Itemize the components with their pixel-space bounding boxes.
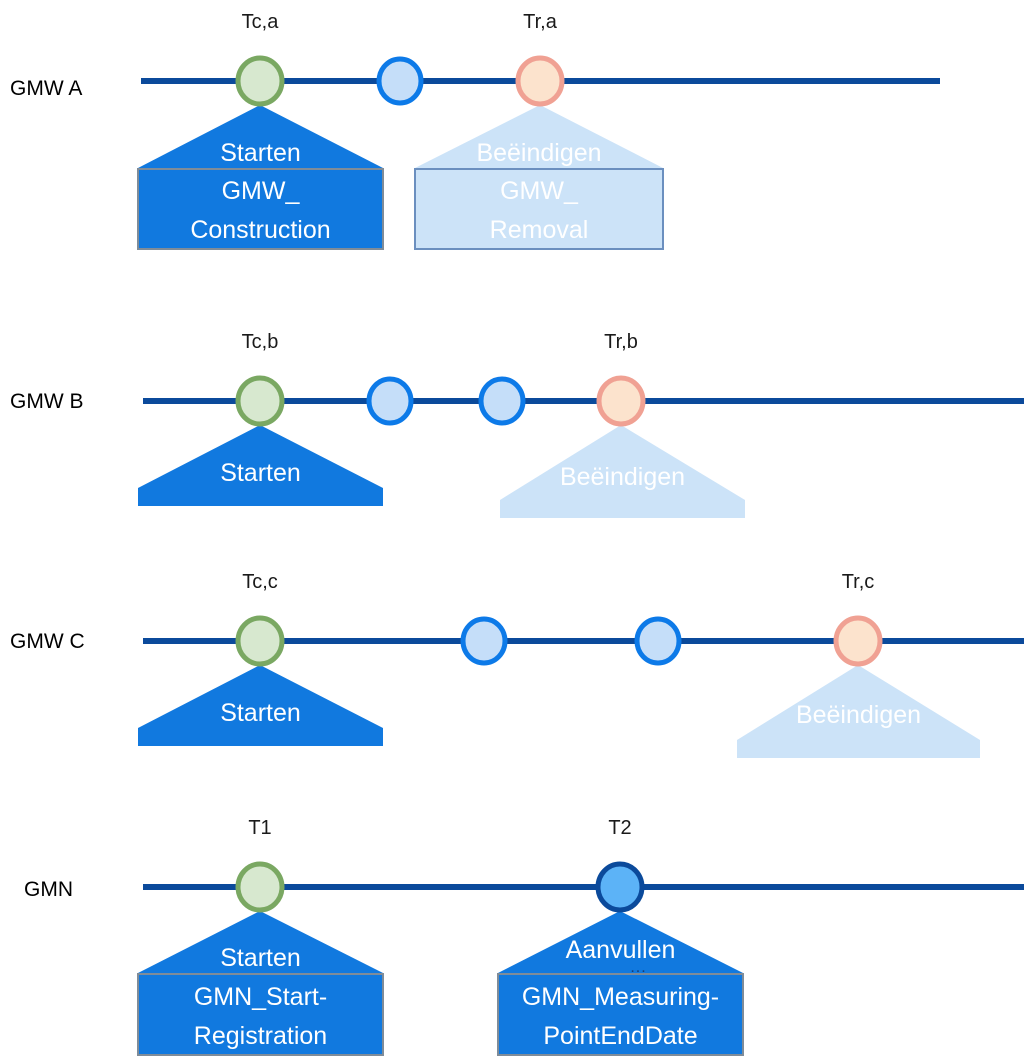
callout-roof-starten[interactable] (138, 665, 383, 746)
callout-roof-label-beeindigen-gmw-removal: Beëindigen (476, 139, 601, 167)
callout-aanvullen-gmn-measuringpointenddate[interactable]: Aanvullen... GMN_Measuring- PointEndDate (497, 911, 744, 1056)
callout-box-line-beeindigen-gmw-removal-1: Removal (490, 216, 589, 244)
callout-roof-beeindigen[interactable] (500, 425, 745, 518)
callout-box-line-starten-gmw-construction-1: Construction (190, 216, 330, 244)
callout-box-starten-gmn-start-registration[interactable] (137, 973, 384, 1056)
callout-beeindigen[interactable]: Beëindigen (737, 665, 980, 758)
callout-roof-beeindigen[interactable] (737, 665, 980, 758)
callout-roof-starten-gmw-construction[interactable] (138, 105, 383, 169)
callout-box-line-aanvullen-gmn-measuringpointenddate-0: GMN_Measuring- (522, 983, 719, 1011)
tick-label-gmw-a-0: Tc,a (242, 11, 280, 33)
callout-roof-aanvullen-gmn-measuringpointenddate[interactable] (498, 911, 743, 974)
callout-box-line-starten-gmn-start-registration-0: GMN_Start- (194, 983, 327, 1011)
row-label-gmn: GMN (24, 878, 73, 901)
start-node-gmw-b-0[interactable] (235, 375, 285, 427)
tick-label-gmw-c-0: Tc,c (242, 571, 278, 593)
callout-roof-starten[interactable] (138, 425, 383, 506)
callout-starten[interactable]: Starten (138, 425, 383, 506)
callout-roof-starten-gmn-start-registration[interactable] (138, 911, 383, 974)
start-node-gmn-0[interactable] (235, 861, 285, 913)
row-label-gmw-c: GMW C (10, 630, 85, 653)
callout-box-line-aanvullen-gmn-measuringpointenddate-1: PointEndDate (543, 1022, 697, 1050)
end-node-gmw-a-2[interactable] (515, 55, 565, 107)
callout-box-aanvullen-gmn-measuringpointenddate[interactable] (497, 973, 744, 1056)
callout-box-starten-gmw-construction[interactable] (137, 168, 384, 250)
timeline-row-gmw-b: GMW B Starten Beëindigen Tc,b Tr,b (10, 331, 1024, 518)
callout-box-line-starten-gmw-construction-0: GMW_ (222, 177, 301, 205)
event-node-gmw-b-1[interactable] (366, 376, 414, 426)
callout-box-line-starten-gmn-start-registration-1: Registration (194, 1022, 327, 1050)
start-node-gmw-a-0[interactable] (235, 55, 285, 107)
tick-label-gmn-1: T2 (608, 817, 631, 839)
event-node-gmw-c-1[interactable] (460, 616, 508, 666)
event-node-gmw-c-2[interactable] (634, 616, 682, 666)
callout-roof-beeindigen-gmw-removal[interactable] (415, 105, 663, 169)
callout-roof-label-starten-gmw-construction: Starten (220, 139, 301, 167)
tick-label-gmw-b-3: Tr,b (604, 331, 638, 353)
callout-roof-label-starten: Starten (220, 699, 301, 727)
row-label-gmw-a: GMW A (10, 77, 82, 100)
event-node-gmw-a-1[interactable] (376, 56, 424, 106)
callout-box-line-beeindigen-gmw-removal-0: GMW_ (500, 177, 579, 205)
start-node-gmw-c-0[interactable] (235, 615, 285, 667)
end-node-gmw-c-3[interactable] (833, 615, 883, 667)
tick-label-gmw-b-0: Tc,b (242, 331, 279, 353)
tick-label-gmn-0: T1 (248, 817, 271, 839)
callout-roof-label-starten: Starten (220, 459, 301, 487)
callout-roof-label-beeindigen: Beëindigen (796, 701, 921, 729)
event-node-gmw-b-2[interactable] (478, 376, 526, 426)
timeline-row-gmw-c: GMW C Starten Beëindigen Tc,c Tr,c (10, 571, 1024, 758)
tick-label-gmw-c-3: Tr,c (842, 571, 875, 593)
callout-roof-label-aanvullen-gmn-measuringpointenddate: Aanvullen (566, 936, 676, 964)
callout-ellipsis-aanvullen-gmn-measuringpointenddate: ... (630, 959, 646, 976)
end-node-gmw-b-3[interactable] (596, 375, 646, 427)
diagram-layers: GMW AStartenGMW_ConstructionBeëindigenGM… (10, 11, 1024, 1056)
callout-beeindigen[interactable]: Beëindigen (500, 425, 745, 518)
row-label-gmw-b: GMW B (10, 390, 84, 413)
callout-box-beeindigen-gmw-removal[interactable] (414, 168, 664, 250)
callout-roof-label-starten-gmn-start-registration: Starten (220, 944, 301, 972)
callout-roof-label-beeindigen: Beëindigen (560, 463, 685, 491)
gmn-node-gmn-1[interactable] (595, 861, 645, 913)
callout-starten[interactable]: Starten (138, 665, 383, 746)
tick-label-gmw-a-2: Tr,a (523, 11, 558, 33)
